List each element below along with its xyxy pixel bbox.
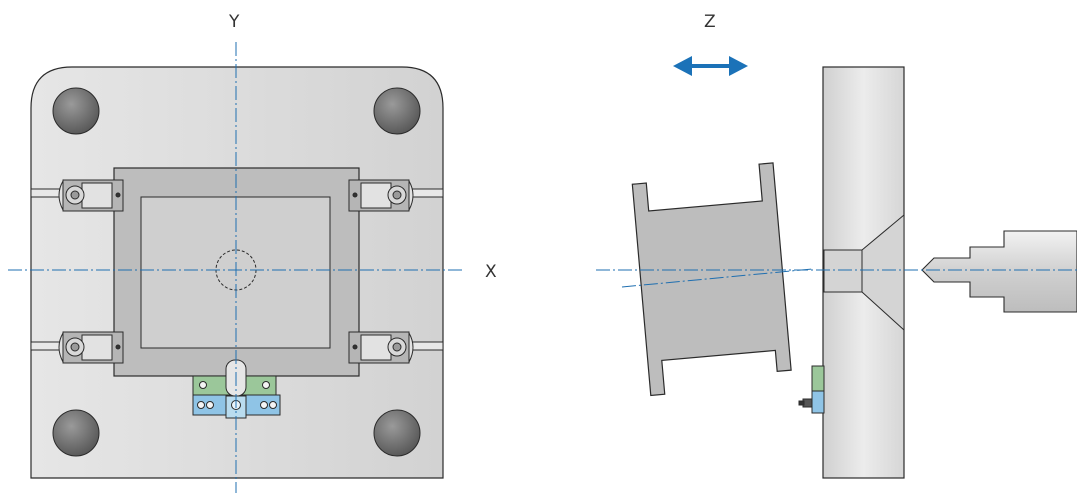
nozzle-probe (921, 230, 1077, 313)
tilted-mold-axis (621, 268, 813, 288)
clamp-bottom-left (58, 331, 124, 364)
bolt-top-right (373, 87, 421, 135)
front-view (8, 42, 464, 493)
clamp-bottom-right (348, 331, 414, 364)
clamp-top-right (348, 179, 414, 212)
clamp-top-left (58, 179, 124, 212)
x-axis-label: X (485, 262, 497, 282)
y-axis-label: Y (228, 12, 240, 32)
bolt-bottom-right (373, 409, 421, 457)
bolt-bottom-left (52, 409, 100, 457)
double-arrow-horizontal-icon (673, 56, 748, 76)
z-axis-label: Z (704, 12, 716, 32)
side-alignment-bracket (798, 365, 825, 414)
side-view (596, 66, 1077, 479)
tilted-mold-half (631, 162, 792, 397)
bolt-top-left (52, 87, 100, 135)
